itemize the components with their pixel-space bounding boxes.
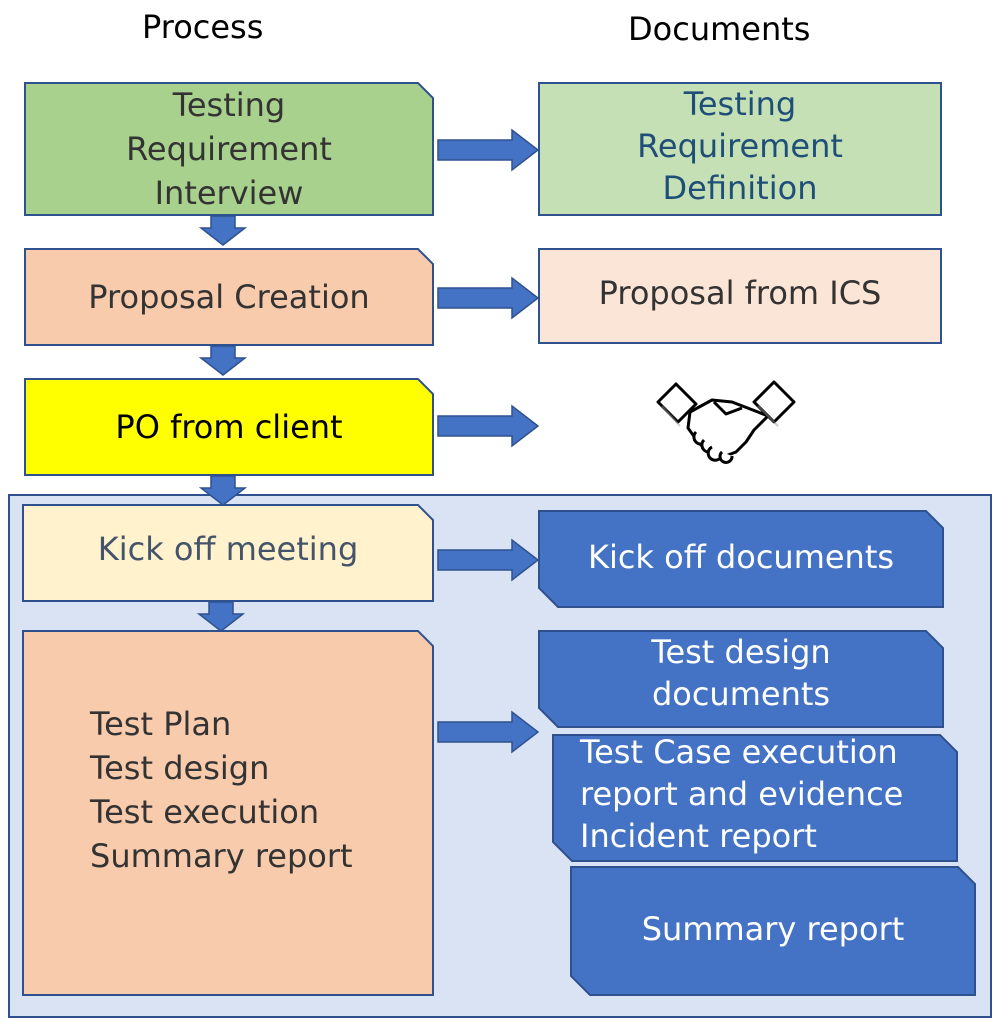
doc-proposal-from-ics: Proposal from ICS <box>538 248 942 344</box>
process-label: PO from client <box>115 408 343 446</box>
arrow-down <box>198 215 248 246</box>
process-label: Kick off meeting <box>97 530 359 568</box>
arrow-right <box>437 404 540 448</box>
doc-testing-requirement-definition: Testing Requirement Definition <box>538 82 942 216</box>
process-box-shape <box>24 82 434 216</box>
test-phase-item: Test design <box>90 749 270 787</box>
arrow-down <box>198 345 248 376</box>
process-label: Proposal Creation <box>88 278 370 316</box>
process-box-shape <box>24 378 434 476</box>
test-phase-item: Summary report <box>90 837 353 875</box>
process-box-shape <box>22 504 434 602</box>
process-box-shape <box>24 248 434 346</box>
doc-test-design-documents: Test design documents <box>538 630 944 728</box>
test-phase-list: Test Plan Test design Test execution Sum… <box>90 702 353 878</box>
doc-label: Kick off documents <box>587 538 895 576</box>
process-proposal-creation: Proposal Creation <box>24 248 434 346</box>
arrow-right <box>437 276 540 320</box>
doc-box-shape <box>538 630 944 728</box>
process-testing-requirement-interview: Testing Requirement Interview <box>24 82 434 216</box>
doc-kickoff-documents: Kick off documents <box>538 510 944 608</box>
arrow-right <box>437 538 540 582</box>
doc-label: Test Case execution report and evidence … <box>580 733 904 855</box>
doc-box-shape <box>552 734 958 862</box>
doc-summary-report: Summary report <box>570 866 976 996</box>
doc-box-shape <box>570 866 976 996</box>
doc-label: Summary report <box>641 910 905 948</box>
doc-label: Test design documents <box>651 633 831 713</box>
arrow-right <box>437 128 540 172</box>
handshake-icon <box>650 372 800 472</box>
doc-test-case-execution: Test Case execution report and evidence … <box>552 733 958 862</box>
process-kickoff-meeting: Kick off meeting <box>22 504 434 602</box>
process-column-header: Process <box>142 8 264 46</box>
doc-label: Proposal from ICS <box>598 274 882 312</box>
documents-column-header: Documents <box>628 10 811 48</box>
test-phase-item: Test execution <box>90 793 320 831</box>
process-box-shape <box>22 630 434 996</box>
test-phase-item: Test Plan <box>90 705 232 743</box>
doc-label: Testing Requirement Definition <box>637 85 843 207</box>
process-test-phases: Test Plan Test design Test execution Sum… <box>22 630 434 996</box>
process-po-from-client: PO from client <box>24 378 434 476</box>
doc-box-shape <box>538 510 944 608</box>
arrow-right <box>437 710 540 754</box>
process-label: Testing Requirement Interview <box>126 86 332 212</box>
arrow-down <box>196 601 246 632</box>
arrow-down <box>198 475 248 506</box>
